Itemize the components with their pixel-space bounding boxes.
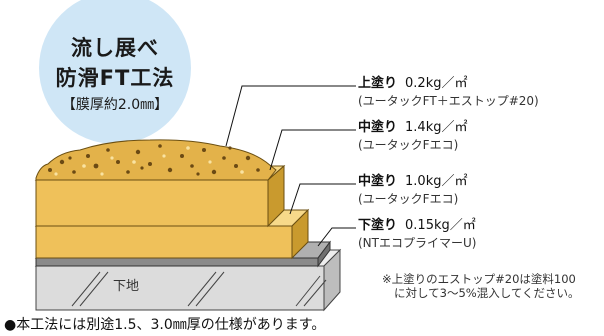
footer-note: ●本工法には別途1.5、3.0㎜厚の仕様があります。 xyxy=(4,317,326,333)
layer-name: 上塗り xyxy=(358,76,398,91)
badge-title-line2: 防滑FT工法 xyxy=(55,66,175,90)
layer-detail: (ユータックFエコ) xyxy=(358,192,459,206)
top-coat-aggregate xyxy=(35,139,277,181)
layer-detail: (ユータックFエコ) xyxy=(358,138,459,152)
layer-name: 中塗り xyxy=(358,120,398,135)
base-label: 下地 xyxy=(113,279,140,294)
layer-label-midcoat-2: 中塗り 1.0kg／㎡ (ユータックFエコ) xyxy=(358,170,467,207)
leader-lines xyxy=(225,85,356,247)
layer-amount: 0.2kg／㎡ xyxy=(405,76,468,91)
layer-amount: 0.15kg／㎡ xyxy=(405,218,476,233)
badge-circle xyxy=(39,0,191,144)
layer-name: 下塗り xyxy=(358,218,398,233)
layer-amount: 1.4kg／㎡ xyxy=(405,120,468,135)
layer-detail: (NTエコプライマーU) xyxy=(358,236,477,250)
badge-thickness: 【膜厚約2.0㎜】 xyxy=(61,97,169,113)
layer-amount: 1.0kg／㎡ xyxy=(405,174,468,189)
layer-name: 中塗り xyxy=(358,174,398,189)
layer-detail: (ユータックFT＋エストップ#20) xyxy=(358,94,539,108)
layer-label-topcoat: 上塗り 0.2kg／㎡ (ユータックFT＋エストップ#20) xyxy=(358,72,539,109)
badge-title-line1: 流し展べ xyxy=(71,36,159,60)
layer-label-midcoat-1: 中塗り 1.4kg／㎡ (ユータックFエコ) xyxy=(358,116,467,153)
layer-label-primer: 下塗り 0.15kg／㎡ (NTエコプライマーU) xyxy=(358,214,476,251)
note-line-2: に対して3〜5%混入してください。 xyxy=(394,286,580,300)
note-line-1: ※上塗りのエストップ#20は塗料100 xyxy=(382,272,576,286)
mixing-note: ※上塗りのエストップ#20は塗料100 に対して3〜5%混入してください。 xyxy=(382,272,602,300)
